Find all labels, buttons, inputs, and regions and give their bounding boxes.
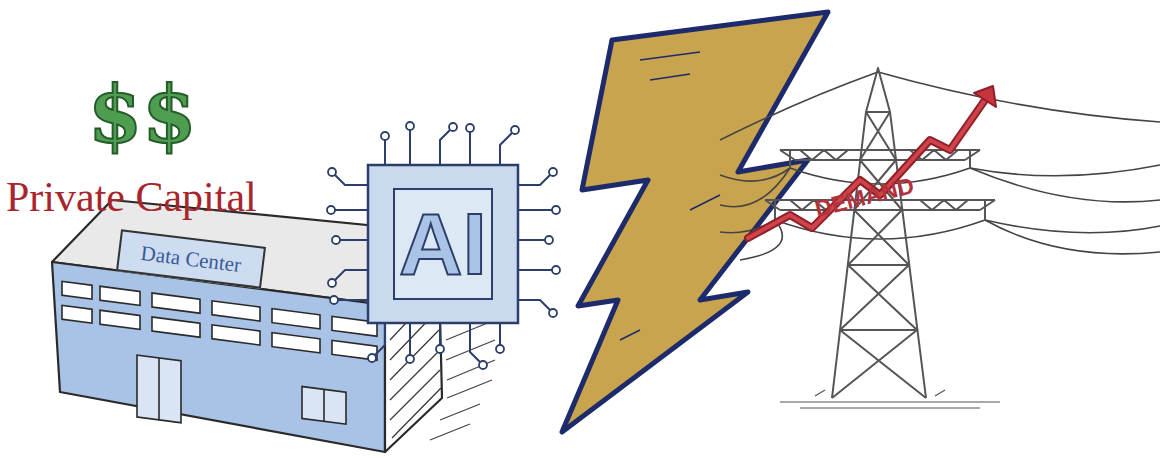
chip-pin-ends [332,236,340,244]
chip-pin-ends [328,168,336,176]
chip-pin-ends [479,361,487,369]
chip-pin-ends [406,122,414,130]
power-wires [720,220,1160,239]
windows-and-door [62,305,92,323]
chip-pins [518,175,552,310]
windows-and-door [302,387,346,425]
windows-and-door [323,389,325,421]
chip-pin-ends [368,354,376,362]
chip-pin-ends [381,132,389,140]
windows-and-door [152,317,200,337]
chip-pin-ends [436,345,444,353]
node-text: AI [399,200,487,288]
chip-body [368,165,518,323]
tower-ground-hatch [780,390,1000,408]
chip-pin-ends [545,236,553,244]
chip-pin-ends [552,266,560,274]
chip-pin-ends [327,122,560,369]
windows-and-door [212,325,260,345]
chip-body [368,165,518,323]
node-text: Data Center [140,242,243,275]
chip-pin-ends [552,206,560,214]
lightning-bolt [620,52,720,340]
chip-pin-ends [406,355,414,363]
transmission-tower [866,68,890,112]
data-center-building [52,262,385,452]
chip-pins [375,323,500,362]
windows-and-door [272,333,320,353]
rising-demand-arrow [748,86,996,238]
lightning-bolt [562,12,828,432]
windows-and-door [152,293,200,313]
chip-pin-ends [328,279,336,287]
chip-pin-ends [466,124,474,132]
chip-pin-ends [549,309,557,317]
chip-pin-ends [549,168,557,176]
windows-and-door [100,286,140,305]
windows-and-door [100,310,140,329]
windows-and-door [137,355,181,423]
rising-demand-arrow [974,86,996,107]
chip-pins [385,130,512,165]
chip-label-box: AI [393,188,493,300]
lightning-bolt [562,12,828,432]
chip-pin-ends [496,345,504,353]
money-symbol: $$ [88,76,197,154]
rising-demand-arrow [748,100,985,238]
windows-and-door [62,281,92,299]
windows-and-door [272,309,320,329]
transmission-tower [775,150,985,220]
chip-pin-ends [330,296,338,304]
private-capital-label: Private Capital [6,176,257,218]
chip-pin-ends [449,123,457,131]
tower-ground-hatch [780,390,1000,408]
chip-pins [335,130,552,362]
windows-and-door [212,301,260,321]
power-wires [720,72,1160,140]
rising-demand-arrow [748,100,985,238]
transmission-tower [765,68,995,398]
chip-pin-ends [511,126,519,134]
power-wires [720,72,1160,260]
windows-and-door [62,281,377,448]
chip-pin-ends [327,206,335,214]
windows-and-door [158,358,160,420]
